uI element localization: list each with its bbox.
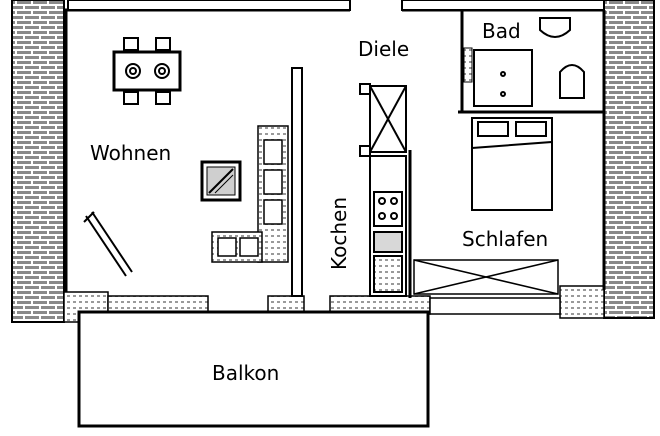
wardrobe [359, 83, 407, 157]
wash-basin [539, 17, 571, 38]
double-bed [471, 117, 553, 211]
table-top [112, 50, 182, 92]
sleep-wardrobe [413, 259, 559, 295]
top-window-left [67, 0, 351, 11]
label-schlafen: Schlafen [462, 227, 548, 251]
blanket [471, 140, 553, 211]
bathroom-fixtures [463, 17, 585, 107]
shower-tray [473, 49, 533, 107]
exterior-walls [11, 0, 655, 323]
chair [155, 37, 171, 51]
bottom-right-wall [559, 285, 605, 319]
chair [123, 91, 139, 105]
plate [129, 67, 137, 75]
dining-table [112, 37, 182, 105]
label-diele: Diele [358, 37, 409, 61]
balcony-outline [77, 310, 430, 428]
kitchen-unit [369, 155, 407, 297]
plate [158, 67, 166, 75]
pillow [477, 121, 509, 137]
coffee-table [200, 160, 242, 202]
interior-walls [64, 0, 606, 298]
label-balkon: Balkon [212, 361, 279, 385]
label-wohnen: Wohnen [90, 141, 171, 165]
top-window-right [401, 0, 605, 11]
balcony [77, 310, 430, 428]
partition-wohnen-diele [291, 67, 303, 297]
label-bad: Bad [482, 19, 521, 43]
chair [123, 37, 139, 51]
sink [373, 231, 403, 253]
left-brick-wall [11, 0, 65, 323]
right-brick-wall [603, 0, 655, 319]
label-kochen: Kochen [327, 197, 351, 270]
chair [155, 91, 171, 105]
fridge [373, 255, 403, 293]
pillow [515, 121, 547, 137]
corner-sofa [211, 125, 289, 263]
floor-lamp [83, 211, 133, 277]
stove [373, 191, 403, 227]
bottom-sleep-wall [429, 297, 561, 315]
toilet [559, 64, 585, 99]
